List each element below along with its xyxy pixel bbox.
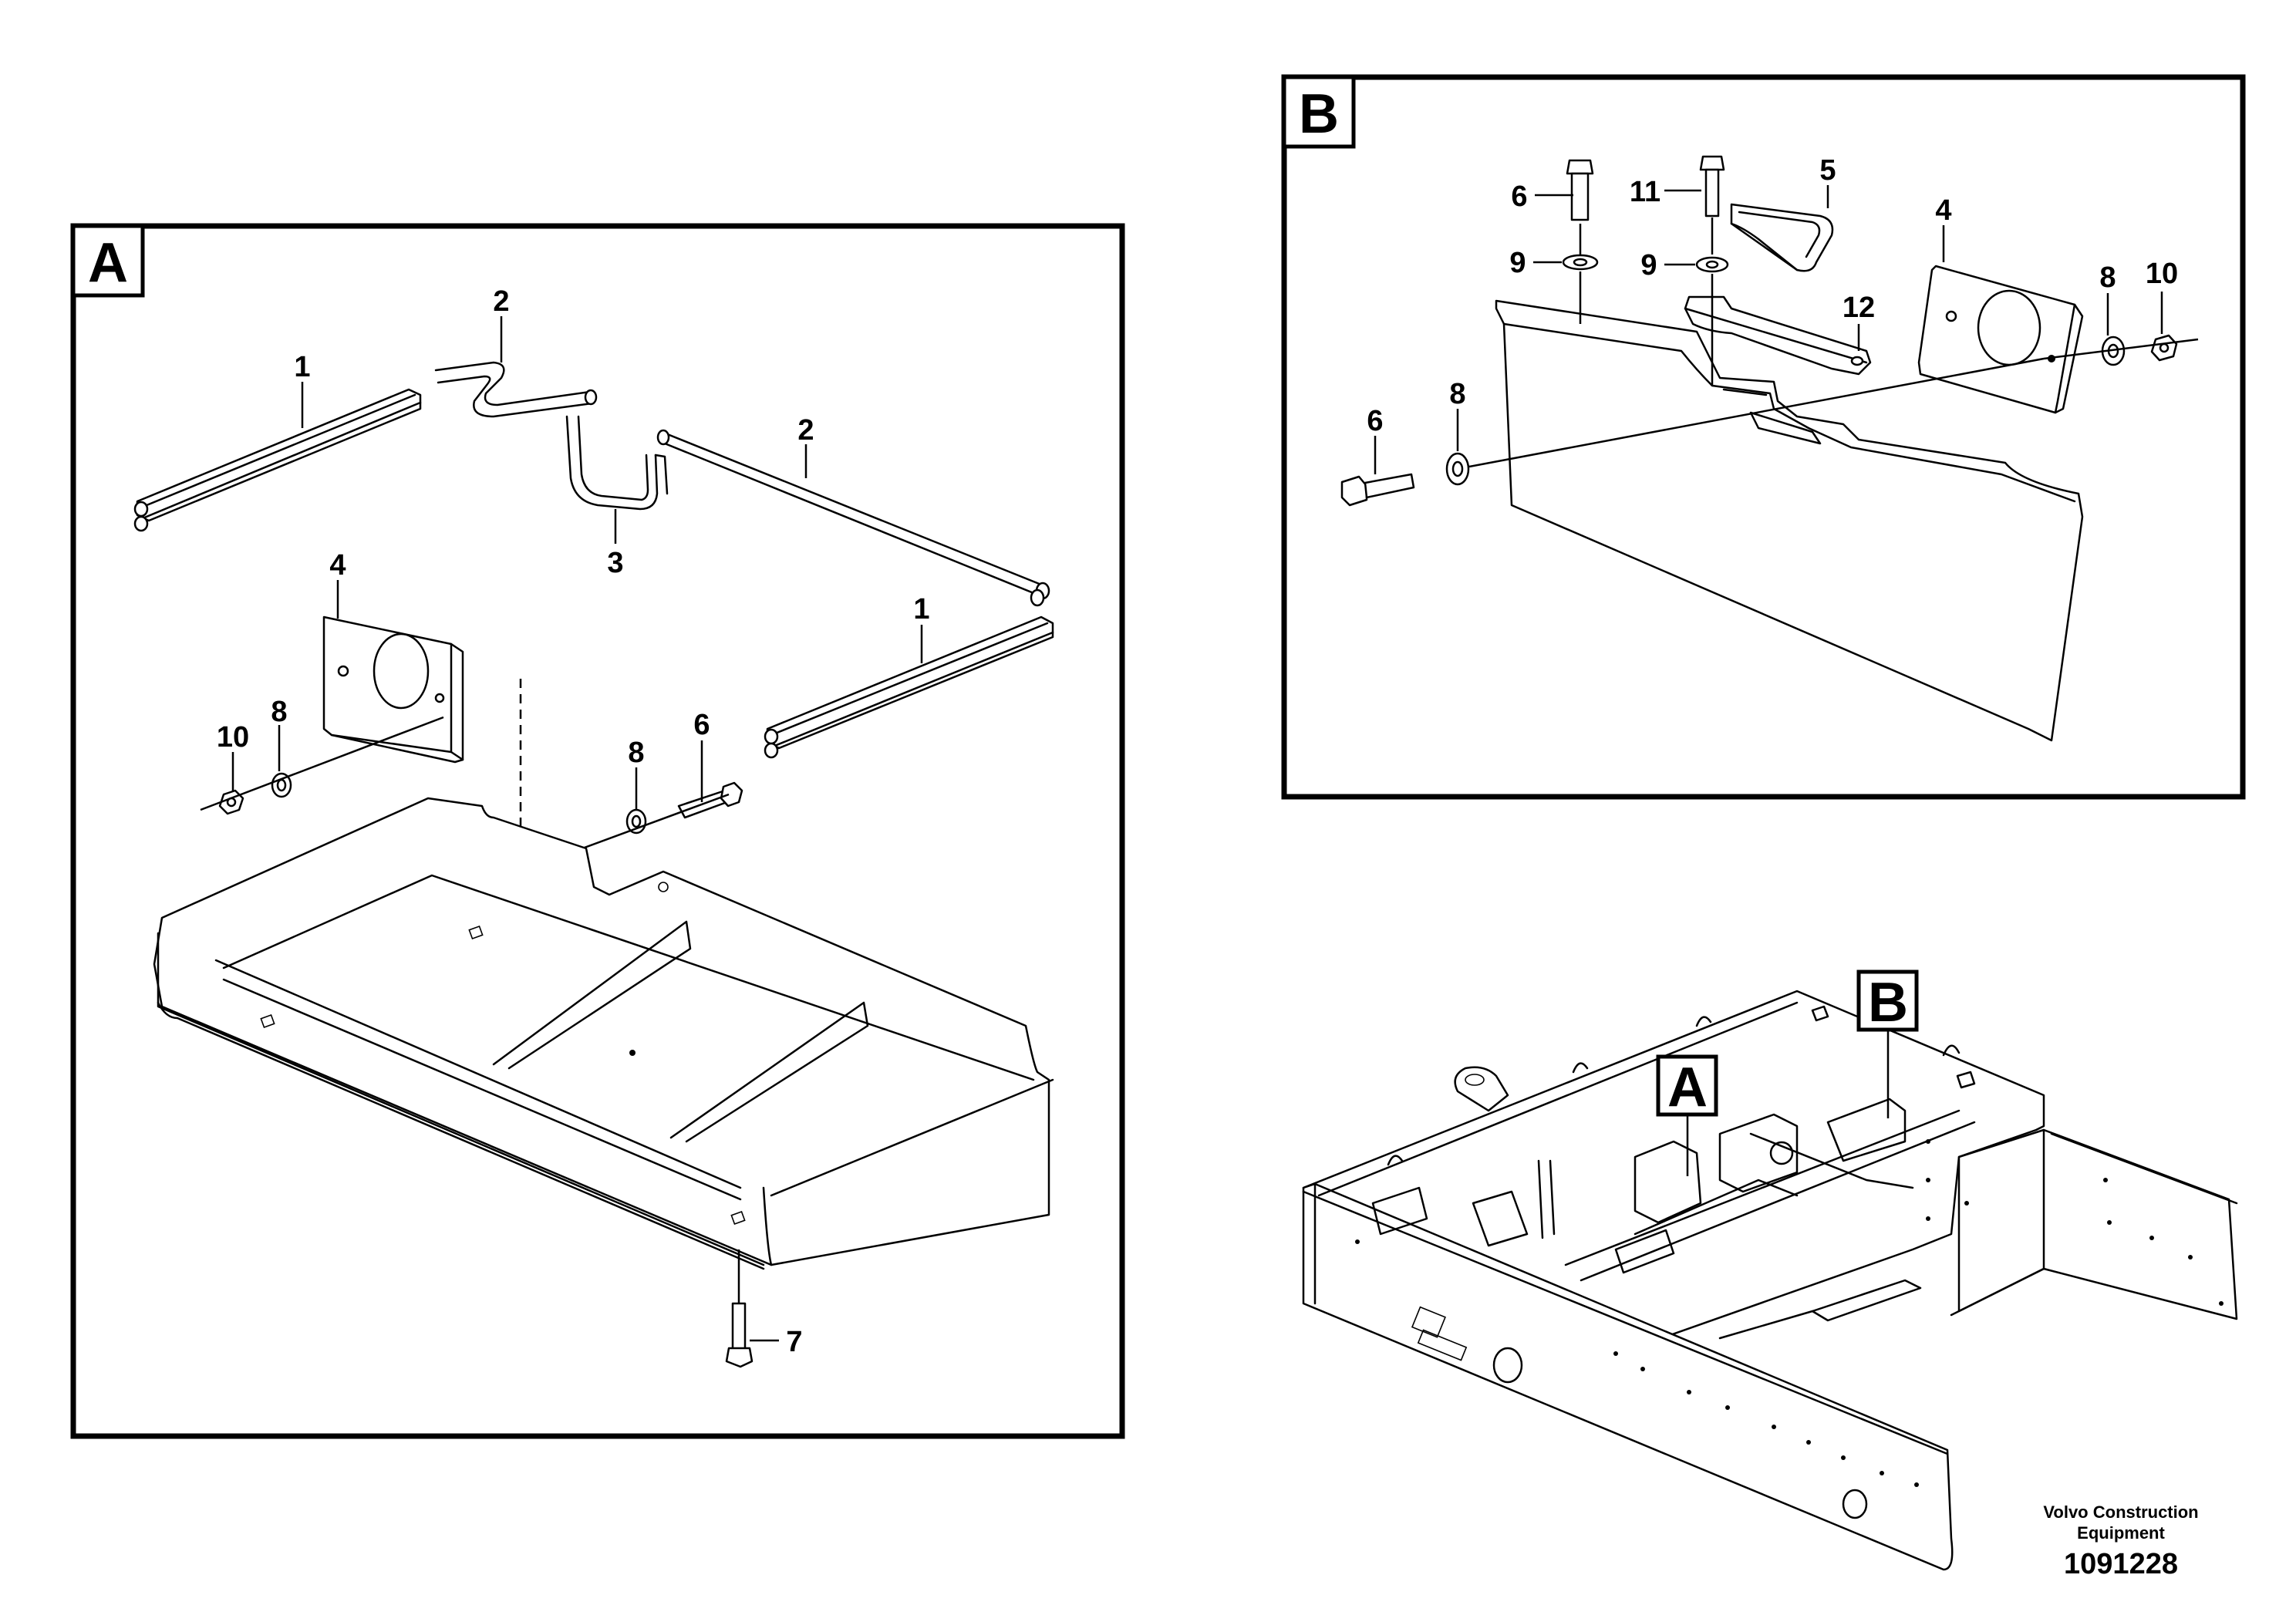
overview-tag-a: A [1667, 1057, 1708, 1118]
axis-line-bolt [582, 793, 730, 850]
axis-line-b-left [1468, 357, 2045, 468]
callout-b-5: 5 [1819, 154, 1836, 187]
brand-line-1: Volvo Construction [2043, 1502, 2198, 1522]
panel-a-tag-box [71, 224, 145, 298]
overview-tag-b-box [1856, 969, 1919, 1032]
callout-a-2-right: 2 [797, 414, 814, 447]
part-7-bolt [725, 1249, 754, 1368]
axis-line-plate [200, 716, 444, 811]
part-4-plate-b [1917, 265, 2084, 414]
part-8-washer-left [271, 772, 292, 798]
callout-b-9-right: 9 [1640, 249, 1657, 282]
callout-b-12: 12 [1843, 292, 1875, 324]
callout-b-6-left: 6 [1367, 405, 1383, 437]
part-6-bolt-b-left [1340, 473, 1415, 507]
callout-a-8-right: 8 [628, 737, 644, 769]
panel-a-tag: A [88, 232, 128, 294]
panel-b-tag: B [1299, 83, 1339, 145]
footer: Volvo Construction Equipment 1091228 [2043, 1502, 2198, 1580]
callout-a-1-upper: 1 [294, 351, 310, 383]
brand-line-2: Equipment [2077, 1523, 2165, 1543]
part-11-bolt [1695, 155, 1729, 386]
callout-a-6: 6 [693, 709, 710, 741]
panel-b-tag-box [1282, 75, 1356, 149]
overview-chassis: A B [1302, 969, 2238, 1571]
axis-line-b-right [2043, 338, 2199, 360]
part-2-bent-rod [434, 361, 598, 418]
doc-number: 1091228 [2064, 1548, 2178, 1580]
callout-b-9-left: 9 [1509, 247, 1526, 279]
part-3-u-bracket [565, 415, 669, 511]
callout-a-2-upper: 2 [493, 285, 509, 318]
part-6-bolt-b-top [1562, 159, 1599, 324]
callout-b-8-left: 8 [1449, 378, 1465, 410]
part-12-bar [1684, 295, 1872, 376]
overview-tag-b: B [1868, 972, 1908, 1034]
part-1-rail-upper [133, 388, 422, 532]
callout-a-10: 10 [217, 721, 249, 754]
callout-b-10: 10 [2146, 258, 2178, 290]
panel-b-frame [1281, 74, 2246, 800]
part-8-washer-b-left [1445, 452, 1470, 486]
part-5-clip [1730, 203, 1834, 272]
callout-a-8-left: 8 [271, 696, 287, 728]
callout-b-6-top: 6 [1511, 180, 1527, 213]
callout-b-4: 4 [1935, 194, 1951, 227]
part-4-plate [322, 615, 464, 764]
callout-a-1-right: 1 [913, 593, 929, 626]
panel-a: A [70, 223, 1125, 1439]
callout-a-7: 7 [786, 1326, 802, 1358]
panel-a-frame [70, 223, 1125, 1439]
callout-a-3: 3 [607, 547, 623, 579]
part-6-bolt-a [677, 781, 743, 819]
callout-b-8-right: 8 [2099, 261, 2116, 294]
mounting-plate [1495, 299, 2084, 742]
panel-b: B [1281, 74, 2246, 800]
part-10-nut-b [2150, 334, 2178, 362]
tray [153, 797, 1054, 1270]
part-1-rail-lower [764, 615, 1054, 759]
callout-a-4: 4 [329, 549, 346, 582]
callout-b-11: 11 [1630, 176, 1660, 208]
part-2-long-rod [656, 429, 1050, 607]
